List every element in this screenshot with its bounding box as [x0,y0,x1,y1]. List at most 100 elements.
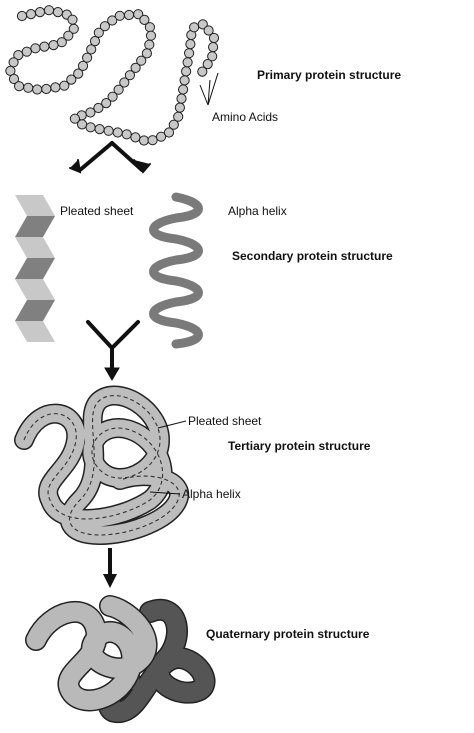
alpha-helix-shape [149,192,203,349]
amino-acid-bead [21,46,32,57]
amino-acid-bead [107,91,118,102]
amino-acid-bead [182,57,193,68]
amino-acid-bead [113,84,124,95]
amino-acid-bead [174,102,185,113]
secondary-structure: Pleated sheet Alpha helix Secondary prot… [15,192,393,349]
amino-acid-bead [85,122,96,133]
amino-acid-bead [184,48,195,59]
amino-acid-bead [23,82,34,93]
tertiary-alpha-helix-label: Alpha helix [182,487,241,501]
amino-acid-bead [93,27,104,38]
amino-acid-bead [16,10,28,22]
amino-acid-bead [203,25,214,36]
amino-acid-bead [8,73,20,85]
quaternary-fold-shape [25,595,216,723]
amino-acid-bead [86,44,97,55]
tertiary-structure-label: Tertiary protein structure [228,439,371,453]
amino-acid-bead [107,15,118,26]
amino-acid-bead [176,93,187,104]
amino-acid-bead [13,50,24,61]
amino-acid-bead [103,125,114,136]
amino-acid-bead [163,127,175,138]
sheet-segment [15,258,55,279]
amino-acid-bead [197,66,208,77]
amino-acid-bead [8,57,19,68]
amino-acid-bead [39,41,50,52]
amino-acid-bead [68,23,79,34]
amino-acids-label: Amino Acids [212,110,278,124]
amino-acid-bead [138,135,150,146]
amino-acid-bead [77,119,88,130]
amino-acid-bead [197,19,208,30]
amino-acid-bead [82,52,93,63]
amino-acid-bead [147,135,158,146]
primary-structure-label: Primary protein structure [257,68,401,82]
tertiary-fold-shape [14,385,189,545]
amino-acid-bead [32,84,43,95]
amino-acid-bead [41,83,52,95]
quaternary-structure: Quaternary protein structure [25,595,370,723]
amino-acid-bead [34,7,46,18]
amino-acid-bead [85,107,96,118]
amino-acid-bead [48,40,59,51]
amino-acid-bead [178,84,189,95]
amino-acid-bead [101,98,112,109]
amino-acid-bead [63,30,74,41]
amino-acid-bead [69,113,81,124]
amino-acid-bead [141,48,152,59]
amino-acid-bead [89,36,101,47]
amino-acid-bead [25,9,37,20]
amino-acid-bead [119,77,130,88]
secondary-structure-label: Secondary protein structure [232,249,393,263]
amino-acid-bead [168,119,179,130]
split-arrow-icon [69,141,151,174]
primary-structure: Primary protein structure Amino Acids [5,5,401,146]
amino-acid-pointers [199,72,219,106]
sheet-segment [15,195,55,216]
merge-arrow-icon [86,320,140,381]
sheet-segment [15,216,55,237]
amino-acid-bead [14,81,25,92]
tertiary-structure: Pleated sheet Tertiary protein structure… [14,385,371,545]
amino-acid-bead [133,9,144,20]
amino-acid-bead [179,75,190,86]
amino-acid-bead [123,9,135,21]
amino-acid-bead [30,43,41,54]
amino-acid-bead [202,59,213,70]
tertiary-pleated-sheet-label: Pleated sheet [188,414,262,428]
amino-acid-bead [59,80,70,91]
quaternary-structure-label: Quaternary protein structure [206,627,370,641]
amino-acid-bead [130,62,141,74]
amino-acid-bead [185,39,196,50]
amino-acid-bead [50,82,61,93]
amino-acid-chain [5,5,220,146]
alpha-helix-label: Alpha helix [228,204,287,218]
amino-acid-bead [73,68,84,79]
amino-acid-bead [145,30,157,41]
amino-acid-bead [207,51,218,62]
down-arrow-icon [103,548,117,588]
amino-acid-bead [66,74,77,85]
amino-acid-bead [136,55,147,66]
amino-acid-bead [139,14,150,25]
amino-acid-bead [208,42,219,53]
amino-acid-bead [112,127,123,138]
amino-acid-bead [77,60,89,72]
amino-acid-bead [181,66,192,77]
amino-acid-bead [208,32,220,44]
amino-acid-bead [156,131,167,142]
amino-acid-bead [121,129,132,140]
amino-acid-bead [99,21,111,32]
amino-acid-bead [173,111,184,122]
amino-acid-bead [94,124,105,135]
sheet-segment [15,237,55,258]
amino-acid-bead [144,39,155,50]
pleated-sheet-label: Pleated sheet [60,204,134,218]
amino-acid-bead [52,7,64,18]
pleated-sheet-shape [15,195,55,342]
amino-acid-bead [67,14,78,25]
amino-acid-bead [43,5,55,16]
amino-acid-bead [130,132,141,143]
amino-acid-bead [114,10,125,21]
